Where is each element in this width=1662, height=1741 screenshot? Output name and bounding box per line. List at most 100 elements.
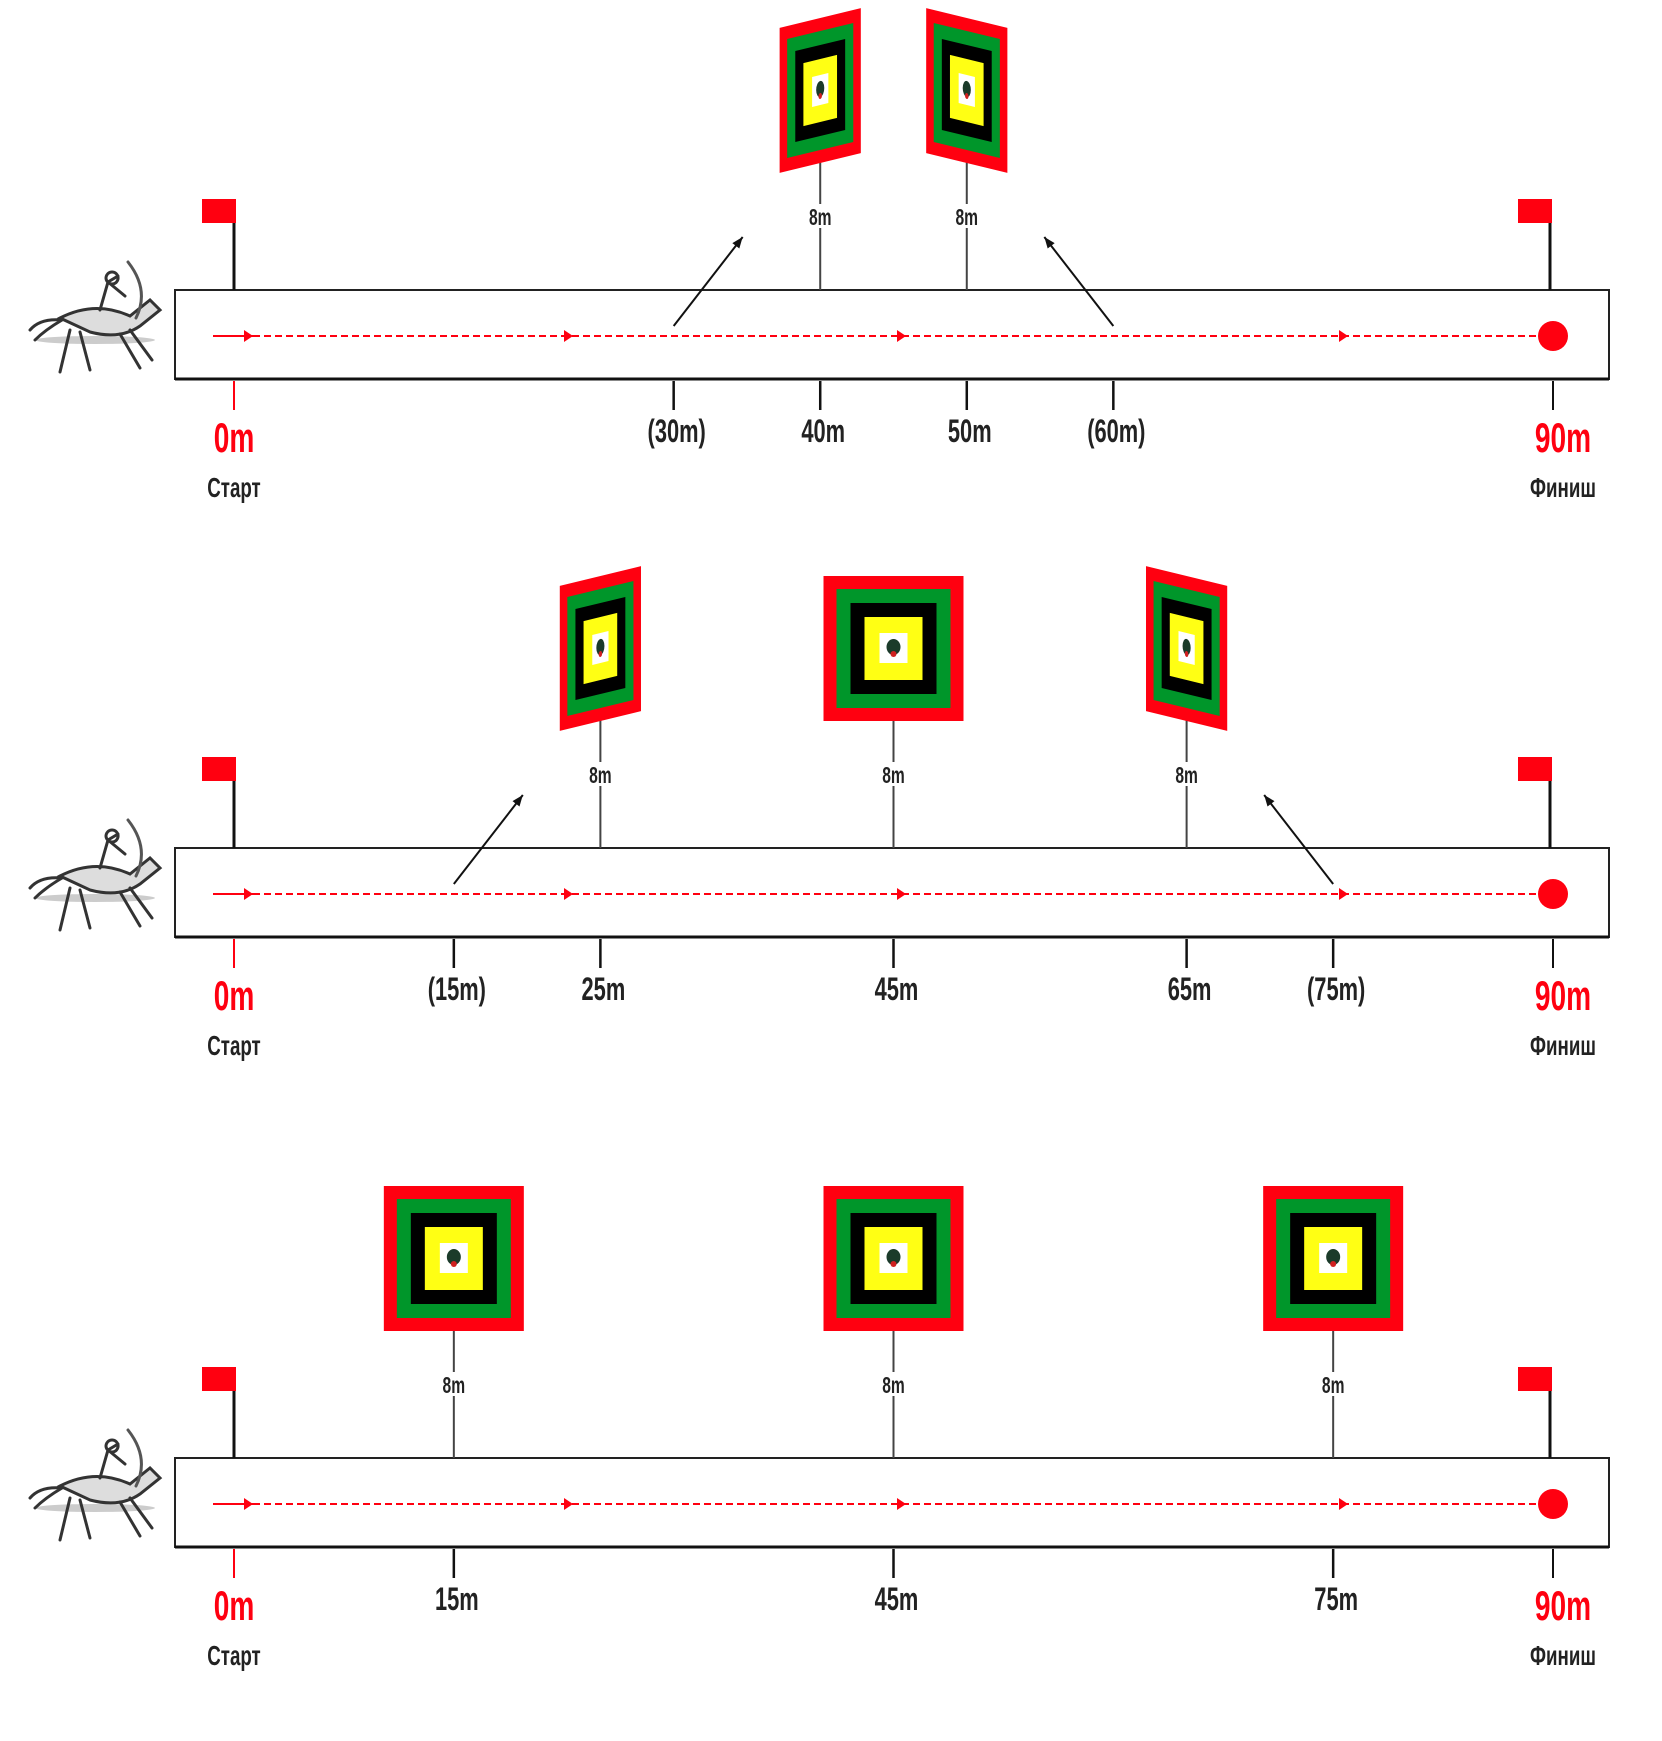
shot-arrowhead-icon bbox=[1044, 237, 1055, 249]
direction-arrow-icon bbox=[1339, 888, 1348, 900]
face-mouth-icon bbox=[890, 651, 897, 657]
start-flag-icon bbox=[202, 1367, 236, 1391]
face-icon bbox=[816, 80, 825, 98]
horse-body bbox=[56, 1465, 163, 1505]
shot-arrowhead-icon bbox=[1264, 795, 1275, 807]
face-icon bbox=[1182, 638, 1191, 656]
label-bg bbox=[582, 762, 619, 786]
distance-label: 45m bbox=[875, 1581, 919, 1617]
rider bbox=[98, 828, 127, 870]
direction-arrow-icon bbox=[1339, 330, 1348, 342]
horse-rider-icon bbox=[28, 260, 163, 374]
distance-label: (30m) bbox=[648, 413, 706, 449]
horse-body bbox=[56, 855, 163, 895]
finish-point bbox=[1538, 1489, 1568, 1519]
start-caption: Старт bbox=[207, 472, 260, 502]
label-bg bbox=[875, 1372, 912, 1396]
target-distance-label: 8m bbox=[1175, 763, 1198, 789]
track-lane bbox=[174, 847, 1610, 938]
target-angled-right bbox=[926, 8, 1008, 173]
face-mouth-icon bbox=[598, 650, 603, 658]
target-distance-label: 8m bbox=[1322, 1373, 1345, 1399]
bow bbox=[126, 818, 143, 878]
label-bg bbox=[802, 204, 839, 228]
target-flat bbox=[823, 1186, 964, 1331]
horse-body bbox=[56, 297, 163, 337]
face-icon bbox=[962, 80, 971, 98]
target-distance-label: 8m bbox=[882, 1373, 905, 1399]
start-caption: Старт bbox=[207, 1640, 260, 1670]
direction-arrow-icon bbox=[244, 330, 253, 342]
target-distance-label: 8m bbox=[443, 1373, 466, 1399]
distance-label: 65m bbox=[1168, 971, 1212, 1007]
face-mouth-icon bbox=[1184, 650, 1189, 658]
shot-direction-line bbox=[453, 794, 524, 885]
face-icon bbox=[886, 1249, 901, 1265]
start-caption: Старт bbox=[207, 1030, 260, 1060]
distance-label: 40m bbox=[801, 413, 845, 449]
finish-flag-icon bbox=[1518, 757, 1552, 781]
target-flat bbox=[383, 1186, 524, 1331]
finish-caption: Финиш bbox=[1530, 1640, 1596, 1670]
rider bbox=[98, 1438, 127, 1480]
direction-arrow-icon bbox=[897, 888, 906, 900]
target-distance-label: 8m bbox=[956, 205, 979, 231]
horse-legs bbox=[58, 1496, 154, 1542]
face-icon bbox=[596, 638, 605, 656]
label-bg bbox=[1315, 1372, 1352, 1396]
target-angled-left bbox=[779, 8, 861, 173]
finish-flag-icon bbox=[1518, 199, 1552, 223]
label-bg bbox=[948, 204, 985, 228]
distance-label: 50m bbox=[948, 413, 992, 449]
distance-label: (75m) bbox=[1307, 971, 1365, 1007]
distance-label: 25m bbox=[582, 971, 626, 1007]
direction-arrow-icon bbox=[564, 888, 573, 900]
finish-flag-icon bbox=[1518, 1367, 1552, 1391]
label-bg bbox=[1168, 762, 1205, 786]
finish-caption: Финиш bbox=[1530, 472, 1596, 502]
target-flat bbox=[823, 576, 964, 721]
start-distance-label: 0m bbox=[214, 416, 255, 462]
face-icon bbox=[446, 1249, 461, 1265]
direction-arrow-icon bbox=[897, 1498, 906, 1510]
bow bbox=[126, 260, 143, 320]
target-distance-label: 8m bbox=[882, 763, 905, 789]
shot-direction-line bbox=[1263, 794, 1334, 885]
label-bg bbox=[435, 1372, 472, 1396]
horse-tail bbox=[28, 876, 64, 900]
start-distance-label: 0m bbox=[214, 974, 255, 1020]
face-icon bbox=[886, 639, 901, 655]
target-angled-right bbox=[1146, 566, 1228, 731]
face-mouth-icon bbox=[965, 92, 969, 100]
shot-direction-line bbox=[1043, 236, 1115, 327]
face-mouth-icon bbox=[890, 1261, 897, 1267]
finish-caption: Финиш bbox=[1530, 1030, 1596, 1060]
horse-tail bbox=[28, 318, 64, 342]
horse-tail bbox=[28, 1486, 64, 1510]
horse-legs bbox=[58, 886, 154, 932]
target-flat bbox=[1263, 1186, 1404, 1331]
face-mouth-icon bbox=[450, 1261, 457, 1267]
start-flag-icon bbox=[202, 757, 236, 781]
bow bbox=[126, 1428, 143, 1488]
target-distance-label: 8m bbox=[809, 205, 832, 231]
face-mouth-icon bbox=[818, 92, 822, 100]
distance-label: 45m bbox=[875, 971, 919, 1007]
distance-label: 75m bbox=[1314, 1581, 1358, 1617]
direction-arrow-icon bbox=[1339, 1498, 1348, 1510]
face-mouth-icon bbox=[1330, 1261, 1337, 1267]
track-lane bbox=[174, 289, 1610, 380]
horse-rider-icon bbox=[28, 818, 163, 932]
direction-arrow-icon bbox=[564, 330, 573, 342]
direction-arrow-icon bbox=[244, 1498, 253, 1510]
face-icon bbox=[1326, 1249, 1341, 1265]
rider bbox=[98, 270, 127, 312]
shot-arrowhead-icon bbox=[732, 237, 743, 249]
target-angled-left bbox=[559, 566, 641, 731]
finish-distance-label: 90m bbox=[1535, 416, 1591, 462]
distance-label: 15m bbox=[435, 1581, 479, 1617]
